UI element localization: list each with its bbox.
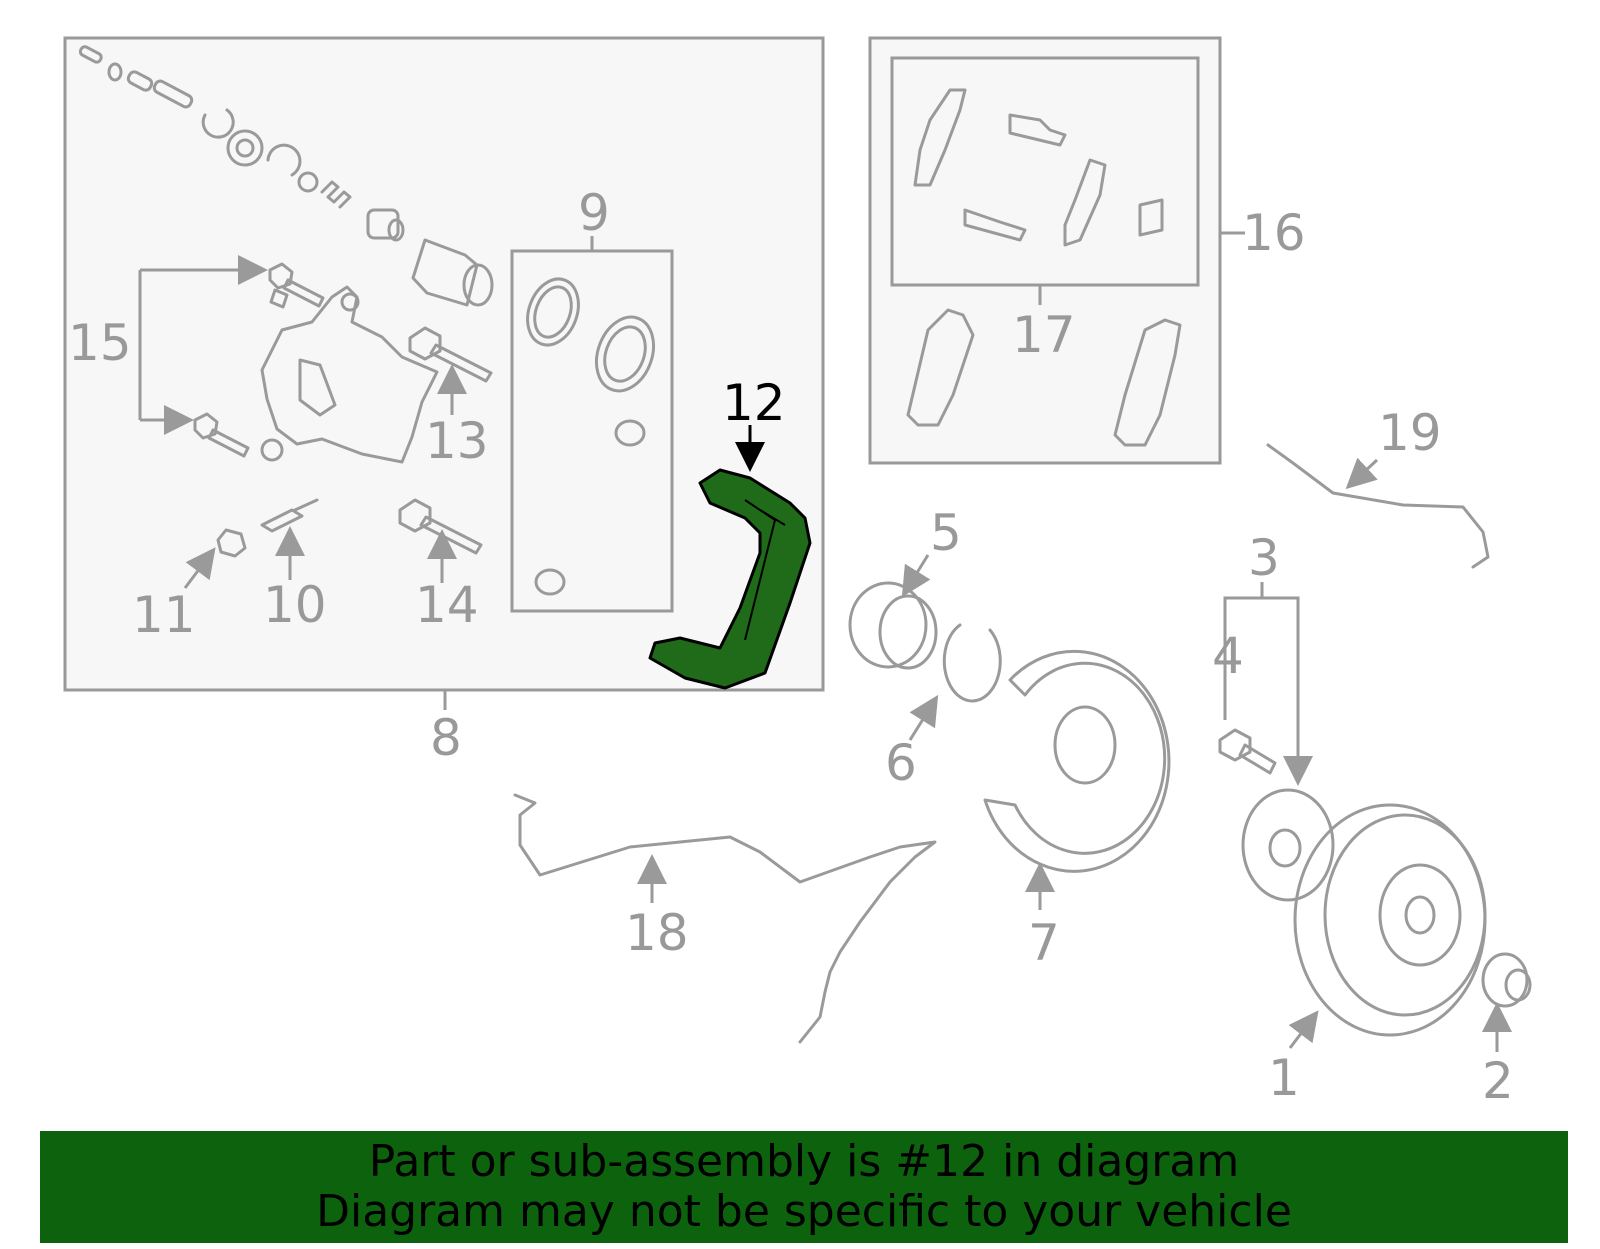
info-banner: Part or sub-assembly is #12 in diagram D… <box>40 1131 1568 1243</box>
pad-hardware <box>913 88 1164 247</box>
caliper-bracket-highlighted <box>648 468 812 690</box>
snap-ring <box>942 623 1002 703</box>
brake-rotor <box>1293 803 1487 1037</box>
dust-shield <box>983 649 1171 873</box>
callout-10: 10 <box>263 576 327 634</box>
callout-13: 13 <box>425 412 489 470</box>
brake-hose <box>1266 443 1490 569</box>
callout-6: 6 <box>885 734 917 792</box>
callout-12: 12 <box>722 374 786 432</box>
callout-7: 7 <box>1028 914 1060 972</box>
caliper-bolts <box>193 262 325 458</box>
callout-14: 14 <box>415 576 479 634</box>
callout-5: 5 <box>930 504 962 562</box>
banner-line-1: Part or sub-assembly is #12 in diagram <box>368 1136 1240 1187</box>
callout-8: 8 <box>430 709 462 767</box>
callout-3: 3 <box>1248 529 1280 587</box>
callout-11: 11 <box>132 586 196 644</box>
wheel-bearing <box>848 581 938 670</box>
callout-18: 18 <box>625 904 689 962</box>
pad-hardware-box <box>890 56 1200 287</box>
callout-15: 15 <box>68 314 132 372</box>
callout-19: 19 <box>1378 404 1442 462</box>
hub-nut <box>1481 952 1532 1008</box>
callout-9: 9 <box>578 184 610 242</box>
leader-lines <box>138 231 1512 1052</box>
callout-2: 2 <box>1482 1052 1514 1110</box>
callout-4: 4 <box>1212 627 1244 685</box>
bleeder-and-cap <box>216 498 319 558</box>
callout-16: 16 <box>1242 204 1306 262</box>
guide-pins <box>398 326 493 555</box>
callout-17: 17 <box>1012 306 1076 364</box>
brake-pads <box>906 308 1182 447</box>
callout-labels: 15 9 13 11 10 14 8 12 16 17 19 5 3 4 6 7… <box>68 184 1514 1110</box>
callout-1: 1 <box>1268 1049 1300 1107</box>
seal-kit-parts <box>526 277 656 596</box>
hub-and-bolt <box>1218 728 1335 902</box>
caliper-small-parts <box>78 45 494 307</box>
abs-sensor-wire <box>513 793 937 1044</box>
banner-line-2: Diagram may not be specific to your vehi… <box>316 1186 1292 1237</box>
